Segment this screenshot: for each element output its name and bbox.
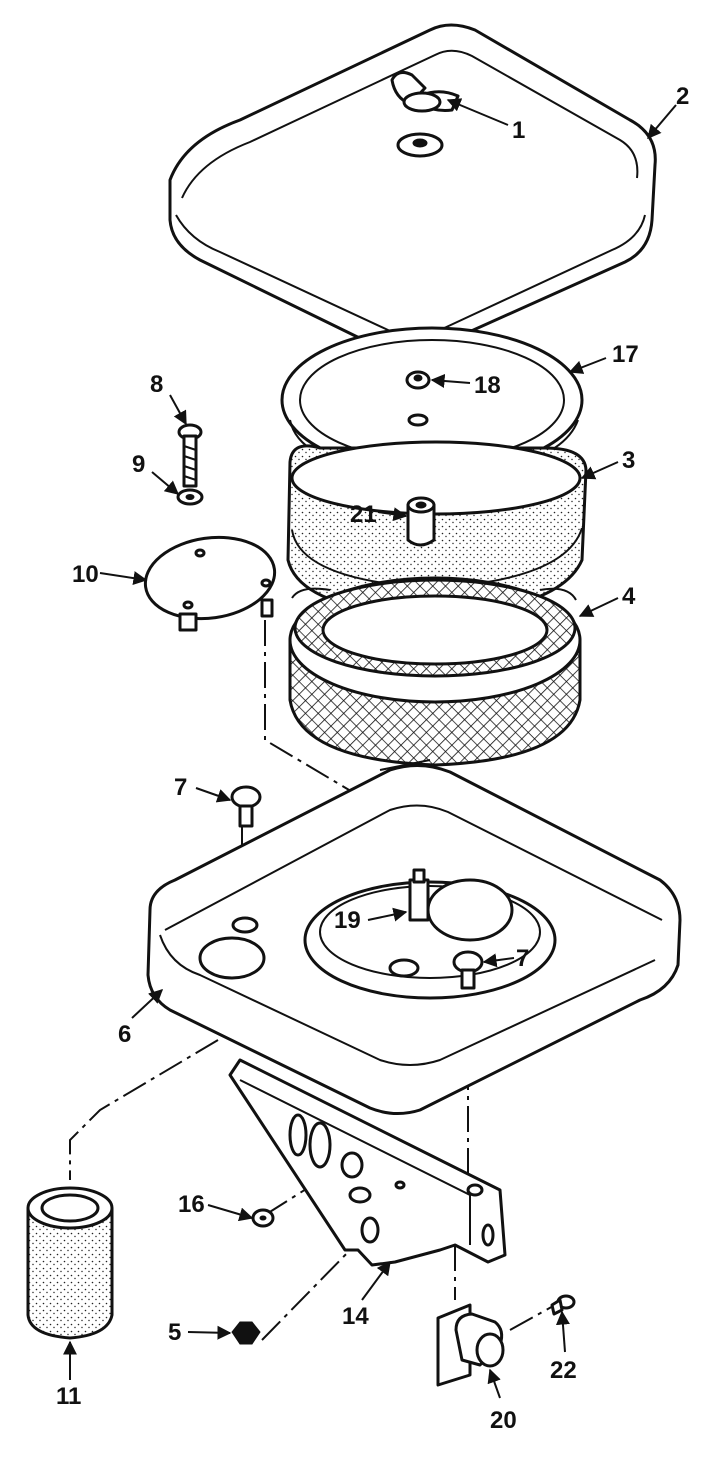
lock-washer — [251, 1208, 275, 1228]
small-screw — [550, 1294, 576, 1316]
callout-3: 3 — [622, 447, 635, 474]
precleaner-band — [286, 440, 588, 618]
spacer-sleeve — [406, 496, 436, 547]
filter-element — [288, 576, 582, 767]
callout-labels: 1 2 17 18 3 21 4 8 9 10 7 19 7 6 16 5 14… — [56, 83, 689, 1434]
air-cleaner-base — [146, 759, 682, 1115]
callout-7-lower: 7 — [516, 945, 529, 972]
callout-4: 4 — [622, 583, 636, 610]
callout-22: 22 — [550, 1357, 577, 1384]
screw-upper — [230, 785, 262, 828]
callout-8: 8 — [150, 371, 163, 398]
callout-16: 16 — [178, 1191, 205, 1218]
callout-5: 5 — [168, 1319, 181, 1346]
callout-18: 18 — [474, 372, 501, 399]
callout-2: 2 — [676, 83, 689, 110]
hose-clamp — [436, 1303, 505, 1387]
callout-20: 20 — [490, 1407, 517, 1434]
callout-6: 6 — [118, 1021, 131, 1048]
callout-leaders — [63, 98, 677, 1399]
mounting-bracket — [228, 1058, 507, 1267]
wing-nut — [390, 70, 460, 158]
callout-14: 14 — [342, 1303, 369, 1330]
callout-10: 10 — [72, 561, 99, 588]
callout-21: 21 — [350, 501, 377, 528]
washer — [176, 488, 204, 506]
bolt — [177, 423, 203, 488]
callout-7-upper: 7 — [174, 774, 187, 801]
callout-9: 9 — [132, 451, 145, 478]
hex-nut — [231, 1321, 261, 1345]
plate-nut — [405, 370, 431, 427]
screw-lower — [452, 950, 484, 990]
callout-19: 19 — [334, 907, 361, 934]
callout-11: 11 — [56, 1383, 81, 1410]
stud — [408, 868, 430, 922]
callout-17: 17 — [612, 341, 639, 368]
callout-1: 1 — [512, 117, 525, 144]
mounting-plate — [143, 535, 277, 632]
precleaner-tube — [26, 1186, 114, 1340]
